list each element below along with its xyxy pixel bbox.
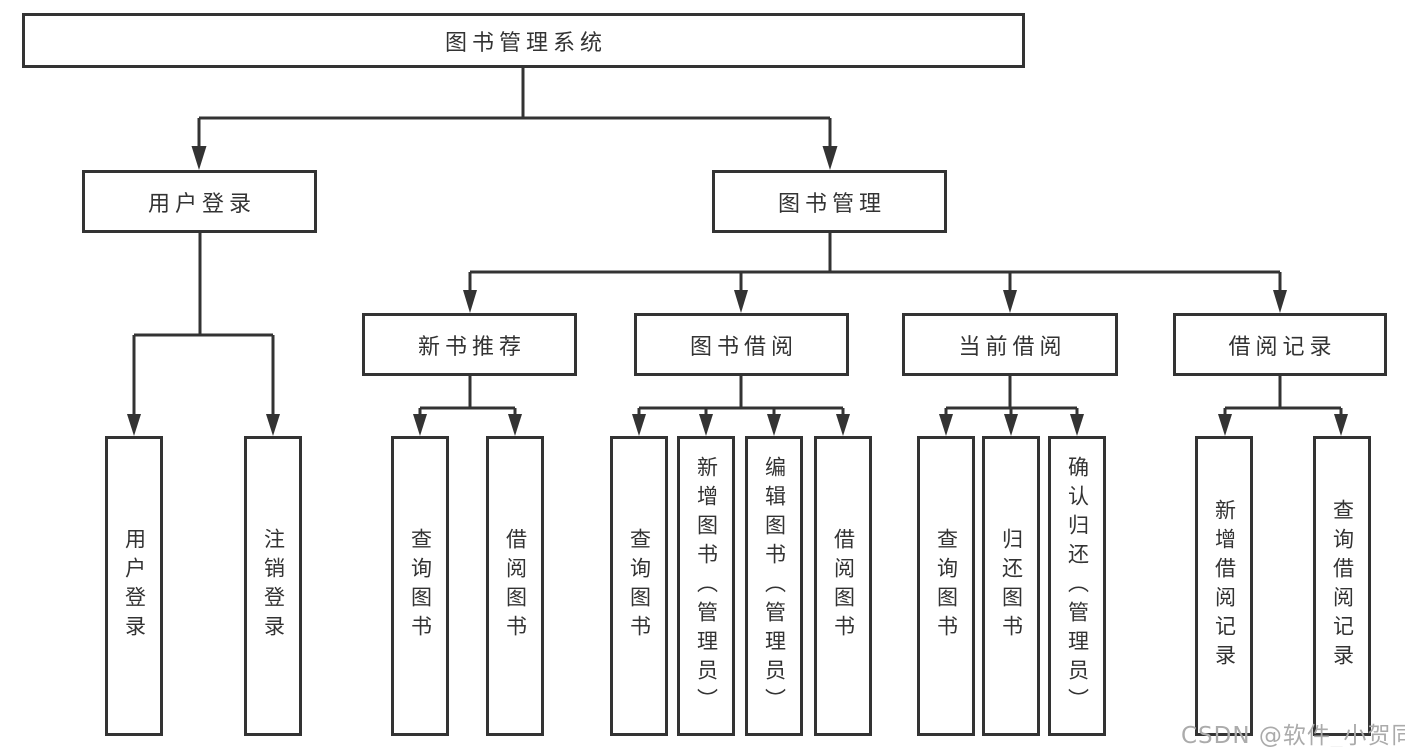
node-book-borrowing: 图书借阅 [634, 313, 849, 376]
connector-book-borrowing-to-children [632, 376, 850, 436]
leaf-user-login: 用户登录 [105, 436, 163, 736]
leaf-confirm-return-admin: 确认归还（管理员） [1048, 436, 1106, 736]
node-user-login: 用户登录 [82, 170, 317, 233]
leaf-add-borrow-record: 新增借阅记录 [1195, 436, 1253, 736]
watermark-text: CSDN @软件_小贺同学 [1181, 723, 1405, 747]
leaf-query-borrow-record: 查询借阅记录 [1313, 436, 1371, 736]
node-borrowing-records: 借阅记录 [1173, 313, 1387, 376]
leaf-logout-login: 注销登录 [244, 436, 302, 736]
leaf-borrow-books-recommend: 借阅图书 [486, 436, 544, 736]
node-root: 图书管理系统 [22, 13, 1025, 68]
node-new-book-recommendation: 新书推荐 [362, 313, 577, 376]
node-current-borrowing: 当前借阅 [902, 313, 1118, 376]
leaf-query-books-recommend: 查询图书 [391, 436, 449, 736]
leaf-add-book-admin: 新增图书（管理员） [677, 436, 735, 736]
leaf-query-books-current: 查询图书 [917, 436, 975, 736]
connector-current-borrowing-to-children [939, 376, 1084, 436]
connector-book-management-to-level3 [463, 233, 1287, 313]
connector-root-to-level2 [191, 68, 838, 170]
node-book-management: 图书管理 [712, 170, 947, 233]
connector-borrowing-records-to-children [1218, 376, 1348, 436]
connector-new-book-recommendation-to-children [413, 376, 522, 436]
leaf-borrow-books-borrowing: 借阅图书 [814, 436, 872, 736]
leaf-edit-book-admin: 编辑图书（管理员） [745, 436, 803, 736]
leaf-return-books: 归还图书 [982, 436, 1040, 736]
leaf-query-books-borrowing: 查询图书 [610, 436, 668, 736]
connector-user-login-to-children [127, 233, 280, 436]
